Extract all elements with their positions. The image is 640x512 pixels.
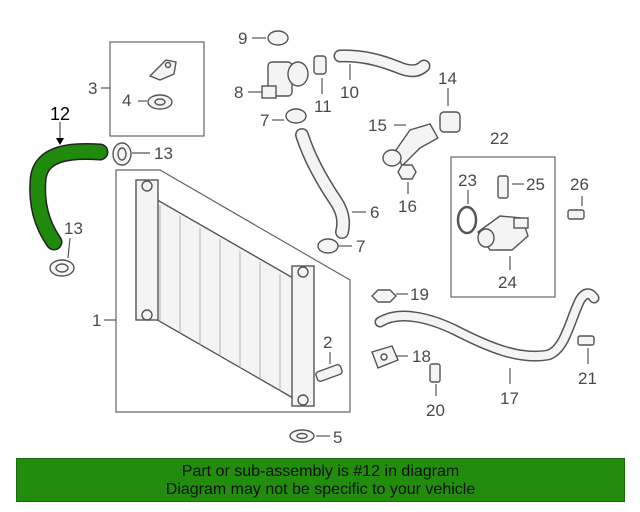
clamp-7-upper bbox=[285, 108, 307, 124]
callout-13a: 13 bbox=[154, 144, 173, 163]
bolt-20 bbox=[429, 363, 441, 383]
clamp-11 bbox=[313, 55, 327, 75]
callout-2: 2 bbox=[323, 333, 332, 352]
callout-3: 3 bbox=[88, 79, 97, 98]
callout-7a: 7 bbox=[260, 111, 269, 130]
callout-17: 17 bbox=[500, 389, 519, 408]
callout-1: 1 bbox=[92, 311, 101, 330]
hose-10 bbox=[333, 49, 431, 78]
callout-14: 14 bbox=[438, 69, 457, 88]
group-box-3 bbox=[109, 41, 205, 137]
callout-9: 9 bbox=[238, 29, 247, 48]
callout-15: 15 bbox=[368, 116, 387, 135]
banner-line-2: Diagram may not be specific to your vehi… bbox=[165, 481, 476, 498]
sensor-25 bbox=[497, 175, 509, 199]
drain-plug-2 bbox=[315, 364, 343, 382]
radiator-1 bbox=[135, 179, 315, 407]
gasket-18 bbox=[371, 345, 399, 369]
grommet-5 bbox=[289, 429, 315, 443]
bracket-3 bbox=[148, 59, 177, 81]
callout-8: 8 bbox=[234, 83, 243, 102]
callout-10: 10 bbox=[340, 83, 359, 102]
fitting-15 bbox=[382, 123, 439, 168]
housing-24 bbox=[477, 215, 529, 251]
part-info-banner: Part or sub-assembly is #12 in diagram D… bbox=[16, 458, 625, 502]
group-box-22 bbox=[450, 156, 556, 298]
callout-11: 11 bbox=[314, 97, 332, 116]
callout-6: 6 bbox=[370, 203, 379, 222]
housing-14 bbox=[439, 111, 461, 133]
parts-diagram: 1 2 3 4 5 6 7 7 8 9 10 11 12 13 13 14 15… bbox=[29, 29, 600, 447]
callout-19: 19 bbox=[410, 285, 429, 304]
hose-6 bbox=[295, 128, 351, 239]
callout-12: 12 bbox=[50, 104, 70, 124]
pipe-17 bbox=[374, 288, 600, 362]
banner-line-1: Part or sub-assembly is #12 in diagram bbox=[181, 463, 460, 480]
radiator-box bbox=[115, 169, 351, 413]
callout-13b: 13 bbox=[64, 219, 83, 238]
callout-24: 24 bbox=[498, 273, 517, 292]
callout-23: 23 bbox=[458, 171, 477, 190]
callout-16: 16 bbox=[398, 197, 417, 216]
hose-12-highlighted[interactable] bbox=[29, 142, 109, 251]
callout-21: 21 bbox=[578, 369, 597, 388]
gasket-23 bbox=[456, 205, 478, 235]
callout-4: 4 bbox=[122, 91, 131, 110]
callout-20: 20 bbox=[426, 401, 445, 420]
callout-7b: 7 bbox=[356, 237, 365, 256]
callout-25: 25 bbox=[526, 175, 545, 194]
callout-18: 18 bbox=[412, 347, 431, 366]
grommet-4 bbox=[147, 94, 173, 110]
callout-26: 26 bbox=[570, 175, 589, 194]
callout-22: 22 bbox=[490, 129, 509, 148]
fitting-8 bbox=[261, 61, 309, 99]
nut-19 bbox=[371, 289, 397, 303]
clamp-13-upper bbox=[112, 142, 132, 166]
clamp-7-lower bbox=[317, 238, 339, 254]
bolt-21 bbox=[577, 335, 595, 346]
bolt-16 bbox=[397, 164, 417, 180]
bolt-26 bbox=[567, 209, 585, 220]
callout-5: 5 bbox=[333, 428, 342, 447]
clamp-13-lower bbox=[49, 259, 75, 277]
cap-9 bbox=[267, 30, 289, 46]
